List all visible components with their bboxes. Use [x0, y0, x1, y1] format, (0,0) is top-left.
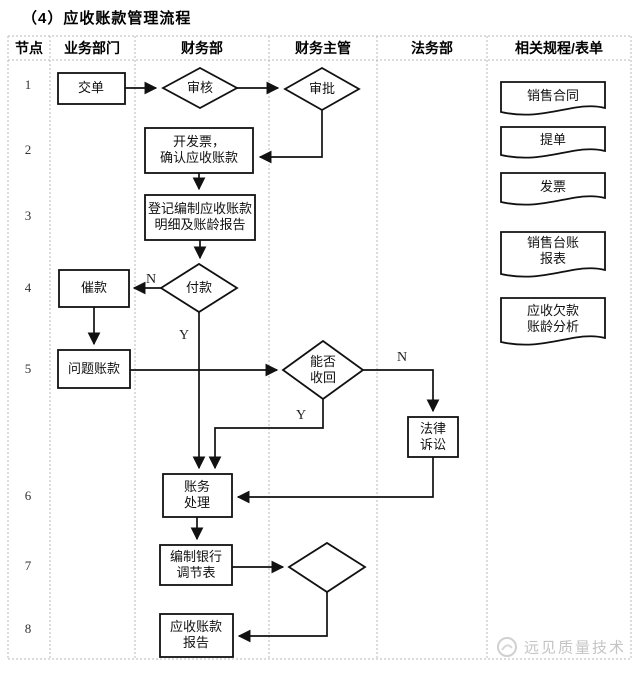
recoverable-label: 能否 收回	[309, 353, 337, 385]
recoverable-diamond	[281, 339, 365, 401]
node-number-4: 4	[24, 280, 32, 295]
register-receivables-label: 登记编制应收账款 明细及账龄报告	[147, 200, 253, 232]
payment-no-label: N	[145, 272, 157, 287]
problem-accounts-box	[57, 349, 131, 389]
node-number-3: 3	[24, 208, 32, 223]
column-header-legal: 法务部	[411, 40, 453, 56]
issue-invoice-box	[144, 127, 254, 174]
review1-label: 审核	[186, 79, 214, 95]
submit-order-box	[57, 72, 126, 105]
page-title: （4）应收账款管理流程	[22, 10, 192, 27]
doc-aging-analysis-shape	[500, 297, 606, 346]
payment-diamond	[159, 262, 239, 314]
approve-label: 审批	[308, 80, 336, 96]
doc-aging-analysis-label: 应收欠款 账龄分析	[526, 302, 580, 334]
register-receivables-box	[144, 194, 256, 241]
watermark-text: 远见质量技术	[523, 639, 627, 657]
legal-action-box	[407, 416, 459, 458]
payment-label: 付款	[185, 279, 213, 295]
collection-box	[58, 269, 130, 308]
account-processing-box	[162, 473, 233, 518]
receivables-report-box	[159, 613, 234, 658]
doc-bill-of-lading-label: 提单	[539, 131, 567, 147]
column-header-finance: 财务部	[181, 40, 223, 56]
node-number-6: 6	[24, 488, 32, 503]
doc-sales-contract-label: 销售合同	[526, 87, 580, 103]
watermark-logo-icon	[497, 637, 517, 657]
bank-reconciliation-box	[159, 544, 233, 586]
doc-sales-ledger-shape	[500, 231, 606, 278]
column-header-finance-supervisor: 财务主管	[295, 40, 351, 56]
doc-invoice-label: 发票	[539, 178, 567, 194]
receivables-report-label: 应收账款 报告	[169, 618, 223, 650]
flow-connectors	[87, 81, 440, 643]
review1-diamond	[161, 66, 239, 110]
column-header-node: 节点	[15, 40, 43, 56]
doc-bill-of-lading-shape	[500, 126, 606, 159]
review2-diamond	[287, 541, 367, 594]
collection-label: 催款	[80, 279, 108, 295]
node-number-8: 8	[24, 621, 32, 636]
submit-order-label: 交单	[77, 79, 105, 95]
doc-sales-ledger-label: 销售台账 报表	[526, 234, 580, 266]
recoverable-no-label: N	[396, 350, 408, 365]
recoverable-yes-label: Y	[295, 408, 307, 423]
problem-accounts-label: 问题账款	[67, 360, 121, 376]
node-number-2: 2	[24, 142, 32, 157]
legal-action-label: 法律 诉讼	[419, 420, 447, 452]
payment-yes-label: Y	[178, 328, 190, 343]
node-number-7: 7	[24, 558, 32, 573]
node-number-1: 1	[24, 77, 32, 92]
account-processing-label: 账务 处理	[183, 478, 211, 510]
doc-invoice-shape	[500, 172, 606, 206]
column-header-forms: 相关规程/表单	[515, 40, 603, 56]
bank-reconciliation-label: 编制银行 调节表	[169, 548, 223, 580]
approve-diamond	[283, 66, 361, 112]
doc-sales-contract-shape	[500, 81, 606, 116]
column-header-business: 业务部门	[64, 40, 120, 56]
issue-invoice-label: 开发票， 确认应收账款	[159, 133, 239, 165]
node-number-5: 5	[24, 361, 32, 376]
